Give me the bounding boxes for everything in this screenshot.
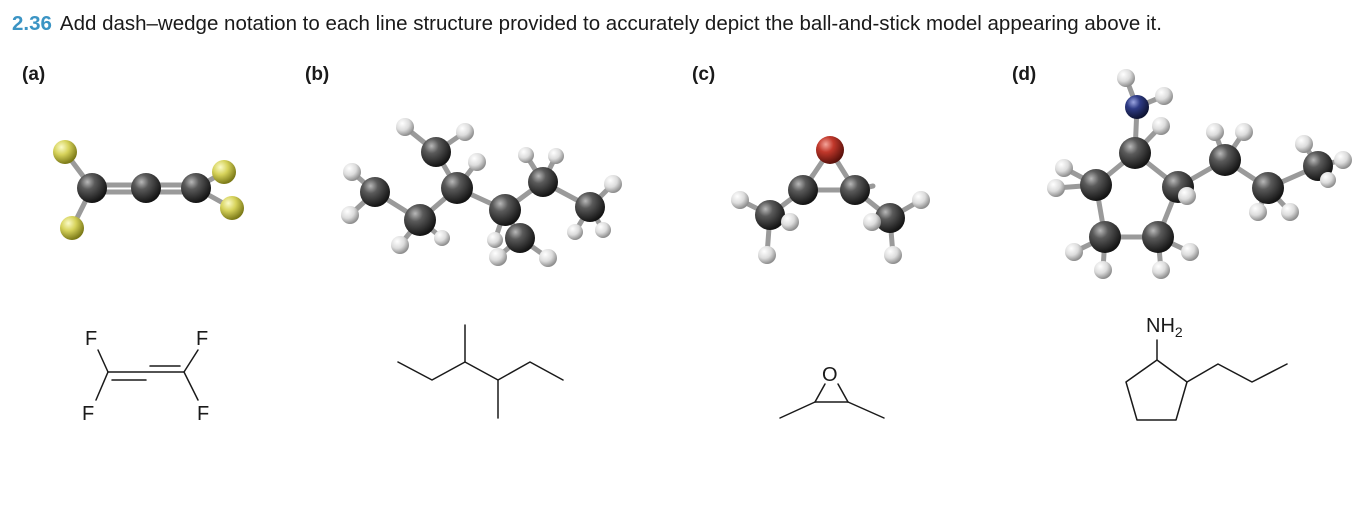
carbon-atom: [181, 173, 211, 203]
carbon-atom: [131, 173, 161, 203]
carbon-atom: [528, 167, 558, 197]
atom-label-f: F: [82, 403, 94, 425]
carbon-atom: [840, 175, 870, 205]
model-a: [53, 140, 244, 240]
hydrogen-atom: [518, 147, 534, 163]
hydrogen-atom: [781, 213, 799, 231]
hydrogen-atom: [434, 230, 450, 246]
carbon-atom: [875, 203, 905, 233]
hydrogen-atom: [567, 224, 583, 240]
carbon-atom: [441, 172, 473, 204]
atom-label-f: F: [197, 403, 209, 425]
fluorine-atom: [60, 216, 84, 240]
fluorine-atom: [53, 140, 77, 164]
hydrogen-atom: [863, 213, 881, 231]
hydrogen-atom: [468, 153, 486, 171]
hydrogen-atom: [1152, 261, 1170, 279]
carbon-atom: [575, 192, 605, 222]
carbon-atom: [489, 194, 521, 226]
hydrogen-atom: [343, 163, 361, 181]
carbon-atom: [788, 175, 818, 205]
hydrogen-atom: [396, 118, 414, 136]
carbon-atom: [404, 204, 436, 236]
problem-text: Add dash–wedge notation to each line str…: [59, 12, 1162, 35]
hydrogen-atom: [884, 246, 902, 264]
part-a-label: (a): [22, 64, 46, 85]
hydrogen-atom: [912, 191, 930, 209]
hydrogen-atom: [1295, 135, 1313, 153]
hydrogen-atom: [1206, 123, 1224, 141]
carbon-atom: [505, 223, 535, 253]
hydrogen-atom: [595, 222, 611, 238]
part-d-label: (d): [1012, 64, 1037, 85]
hydrogen-atom: [341, 206, 359, 224]
problem-number: 2.36: [12, 12, 52, 35]
hydrogen-atom: [1055, 159, 1073, 177]
fluorine-atom: [220, 196, 244, 220]
hydrogen-atom: [1047, 179, 1065, 197]
carbon-atom: [360, 177, 390, 207]
hydrogen-atom: [1117, 69, 1135, 87]
carbon-atom: [1119, 137, 1151, 169]
carbon-atom: [755, 200, 785, 230]
hydrogen-atom: [1334, 151, 1352, 169]
fluorine-atom: [212, 160, 236, 184]
line-structure-b: [397, 324, 564, 419]
hydrogen-atom: [1152, 117, 1170, 135]
model-d: [1047, 69, 1352, 279]
carbon-atom: [1252, 172, 1284, 204]
carbon-atom: [1089, 221, 1121, 253]
hydrogen-atom: [731, 191, 749, 209]
atom-label-f: F: [196, 328, 208, 350]
hydrogen-atom: [1281, 203, 1299, 221]
hydrogen-atom: [758, 246, 776, 264]
carbon-atom: [77, 173, 107, 203]
hydrogen-atom: [1065, 243, 1083, 261]
carbon-atom: [421, 137, 451, 167]
hydrogen-atom: [1178, 187, 1196, 205]
hydrogen-atom: [539, 249, 557, 267]
problem-statement: 2.36 Add dash–wedge notation to each line…: [12, 12, 1162, 36]
part-c-label: (c): [692, 64, 716, 85]
hydrogen-atom: [487, 232, 503, 248]
line-structure-d: NH2: [1125, 315, 1288, 421]
atom-label-f: F: [85, 328, 97, 350]
atom-label-o: O: [822, 364, 838, 386]
part-b-label: (b): [305, 64, 330, 85]
hydrogen-atom: [604, 175, 622, 193]
hydrogen-atom: [1181, 243, 1199, 261]
model-c: [731, 136, 930, 264]
hydrogen-atom: [1155, 87, 1173, 105]
hydrogen-atom: [489, 248, 507, 266]
hydrogen-atom: [1249, 203, 1267, 221]
hydrogen-atom: [548, 148, 564, 164]
hydrogen-atom: [391, 236, 409, 254]
carbon-atom: [1142, 221, 1174, 253]
line-structure-a: F F F F: [82, 328, 209, 425]
model-b: [341, 118, 622, 267]
nitrogen-atom: [1125, 95, 1149, 119]
hydrogen-atom: [1094, 261, 1112, 279]
hydrogen-atom: [456, 123, 474, 141]
oxygen-atom: [816, 136, 844, 164]
atom-label-nh2: NH2: [1146, 315, 1183, 340]
carbon-atom: [1080, 169, 1112, 201]
line-structure-c: O: [779, 364, 885, 419]
hydrogen-atom: [1320, 172, 1336, 188]
carbon-atom: [1209, 144, 1241, 176]
hydrogen-atom: [1235, 123, 1253, 141]
